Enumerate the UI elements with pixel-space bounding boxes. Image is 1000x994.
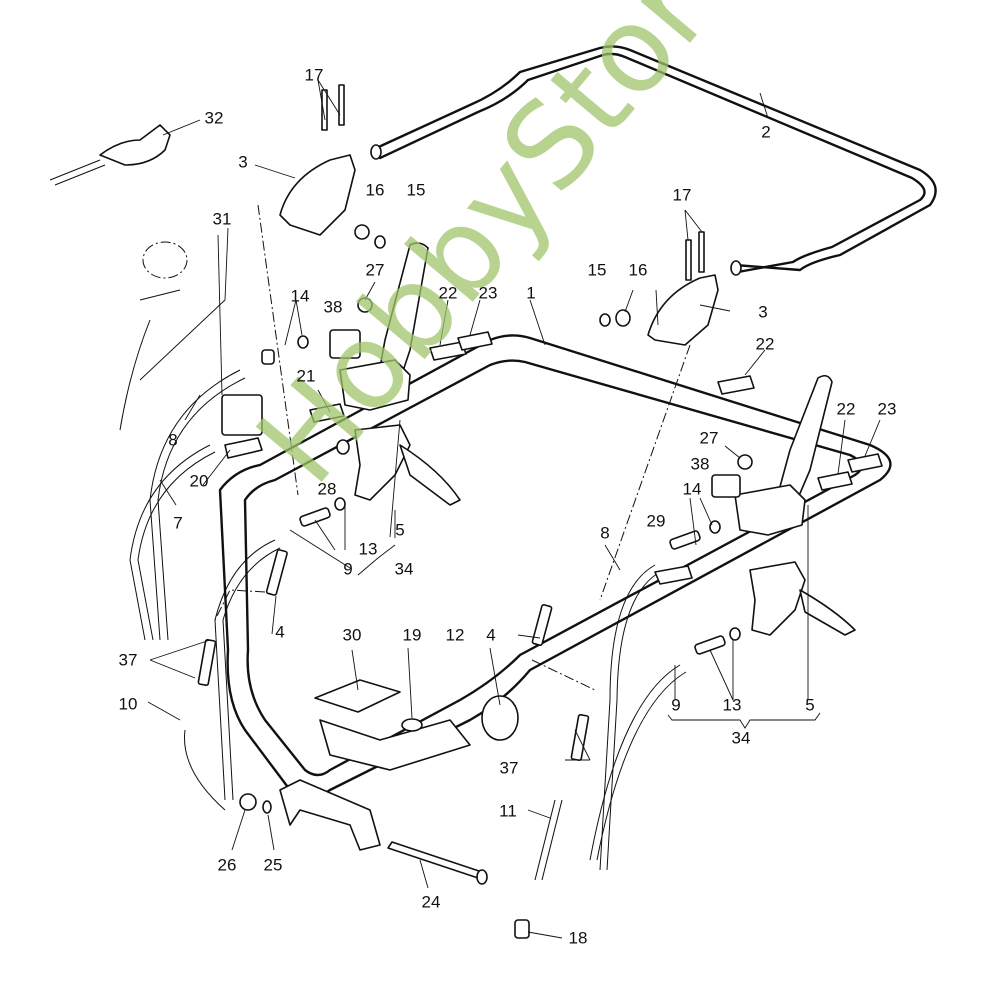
part-label-23-left: 23: [478, 283, 498, 303]
part-label-9-right: 9: [671, 695, 681, 715]
part-label-31: 31: [212, 209, 232, 229]
engine-switch: [119, 241, 188, 431]
part-label-5-right: 5: [805, 695, 815, 715]
part-label-15-right: 15: [587, 260, 607, 280]
part-label-21: 21: [296, 366, 316, 386]
left-hinge-bracket: [279, 84, 386, 249]
part-label-8-left: 8: [168, 430, 178, 450]
part-label-14-right: 14: [682, 479, 702, 499]
right-hinge-bracket: [599, 231, 719, 346]
leader-lines: [139, 79, 881, 939]
part-label-24: 24: [421, 892, 441, 912]
control-cables: [129, 369, 687, 881]
part-label-22-left: 22: [438, 283, 458, 303]
part-label-26: 26: [217, 855, 237, 875]
part-label-17-right: 17: [672, 185, 692, 205]
part-label-10: 10: [118, 694, 138, 714]
part-label-17-left: 17: [304, 65, 324, 85]
part-label-16-left: 16: [365, 180, 385, 200]
part-label-37-right: 37: [499, 758, 519, 778]
part-label-28: 28: [317, 479, 337, 499]
part-label-27-left: 27: [365, 260, 385, 280]
part-label-18: 18: [568, 928, 588, 948]
part-label-22-right: 22: [836, 399, 856, 419]
part-label-7: 7: [173, 513, 183, 533]
part-label-22-mid: 22: [755, 334, 775, 354]
part-label-23-right: 23: [877, 399, 897, 419]
part-label-38-left: 38: [323, 297, 343, 317]
part-label-38-right: 38: [690, 454, 710, 474]
part-label-5-left: 5: [395, 520, 405, 540]
alignment-lines: [214, 204, 691, 691]
part-label-3-right: 3: [758, 302, 768, 322]
right-lever: [734, 374, 856, 636]
throttle-control: [49, 124, 171, 186]
part-label-30: 30: [342, 625, 362, 645]
part-label-9-left: 9: [343, 559, 353, 579]
part-label-29: 29: [646, 511, 666, 531]
part-label-11: 11: [499, 801, 517, 821]
part-label-3-left: 3: [238, 152, 248, 172]
part-label-19: 19: [402, 625, 422, 645]
part-label-1: 1: [526, 283, 536, 303]
part-label-14-left: 14: [290, 286, 310, 306]
part-label-20: 20: [189, 471, 209, 491]
lower-frame: [218, 334, 892, 851]
part-label-2: 2: [761, 122, 771, 142]
part-label-12: 12: [445, 625, 465, 645]
hardware: [197, 297, 883, 939]
part-label-34-left: 34: [394, 559, 414, 579]
part-label-27-right: 27: [699, 428, 719, 448]
part-label-25: 25: [263, 855, 283, 875]
part-label-4-right: 4: [486, 625, 496, 645]
part-label-34-right: 34: [731, 728, 751, 748]
part-label-16-right: 16: [628, 260, 648, 280]
left-lever: [339, 242, 461, 506]
part-label-8-right: 8: [600, 523, 610, 543]
part-label-15-left: 15: [406, 180, 426, 200]
part-label-13-left: 13: [358, 539, 378, 559]
part-label-4-left: 4: [275, 622, 285, 642]
part-label-32: 32: [204, 108, 224, 128]
part-label-37-left: 37: [118, 650, 138, 670]
part-label-13-right: 13: [722, 695, 742, 715]
upper-handlebar: [370, 45, 937, 276]
